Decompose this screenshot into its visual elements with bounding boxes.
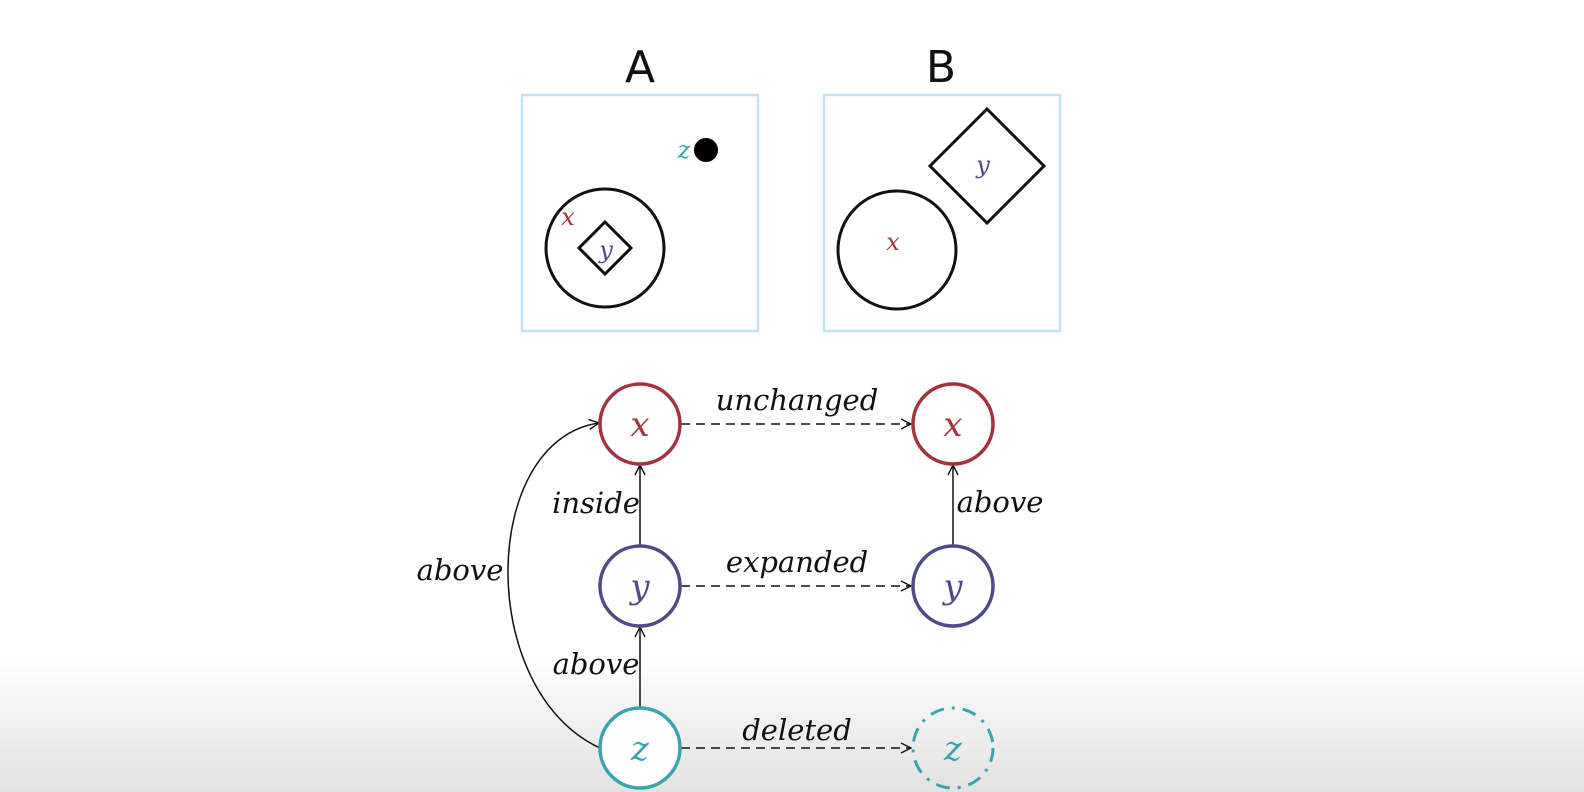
edge-label-unchanged: unchanged [716, 383, 879, 417]
scene-b-diamond-y [927, 106, 1047, 226]
scene-a-dot-z [694, 138, 718, 162]
scene-a-label-y: y [598, 236, 613, 264]
node-y-b-label: y [941, 567, 963, 607]
scene-b-label-y: y [975, 151, 990, 179]
graph-nodes: x y z x y z [598, 382, 995, 790]
node-y-b [911, 544, 995, 628]
scene-a: A x y z [520, 42, 760, 333]
scene-b: B x y [822, 42, 1062, 333]
node-z-b-deleted [911, 706, 995, 790]
scene-a-title: A [625, 42, 655, 93]
node-y-a-label: y [628, 567, 650, 607]
edge-label-expanded: expanded [726, 545, 868, 579]
scene-a-label-z: z [677, 136, 691, 164]
node-z-a [598, 706, 682, 790]
scene-b-title: B [926, 42, 956, 93]
scene-b-panel [822, 93, 1062, 333]
edge-label-deleted: deleted [742, 713, 852, 747]
scene-a-diamond-y [576, 219, 634, 277]
node-z-a-label: z [630, 729, 650, 769]
scene-a-circle-x [544, 187, 666, 309]
node-x-b-label: x [943, 405, 962, 445]
edge-z-above-x [507, 423, 600, 749]
node-x-b [911, 382, 995, 466]
node-y-a [598, 544, 682, 628]
scene-a-label-x: x [561, 203, 575, 231]
edge-label-above-b: above [957, 485, 1044, 519]
scene-b-circle-x [836, 189, 958, 311]
scene-a-panel [520, 93, 760, 333]
node-x-a [598, 382, 682, 466]
edge-label-above-zy: above [553, 647, 640, 681]
graph-edge-labels: unchanged expanded deleted inside above … [417, 383, 1044, 747]
node-x-a-label: x [630, 405, 649, 445]
scene-b-label-x: x [886, 228, 900, 256]
node-z-b-label: z [943, 729, 963, 769]
edge-label-inside: inside [552, 486, 640, 520]
edge-label-above-zx: above [417, 553, 504, 587]
graph-edges [507, 423, 953, 749]
